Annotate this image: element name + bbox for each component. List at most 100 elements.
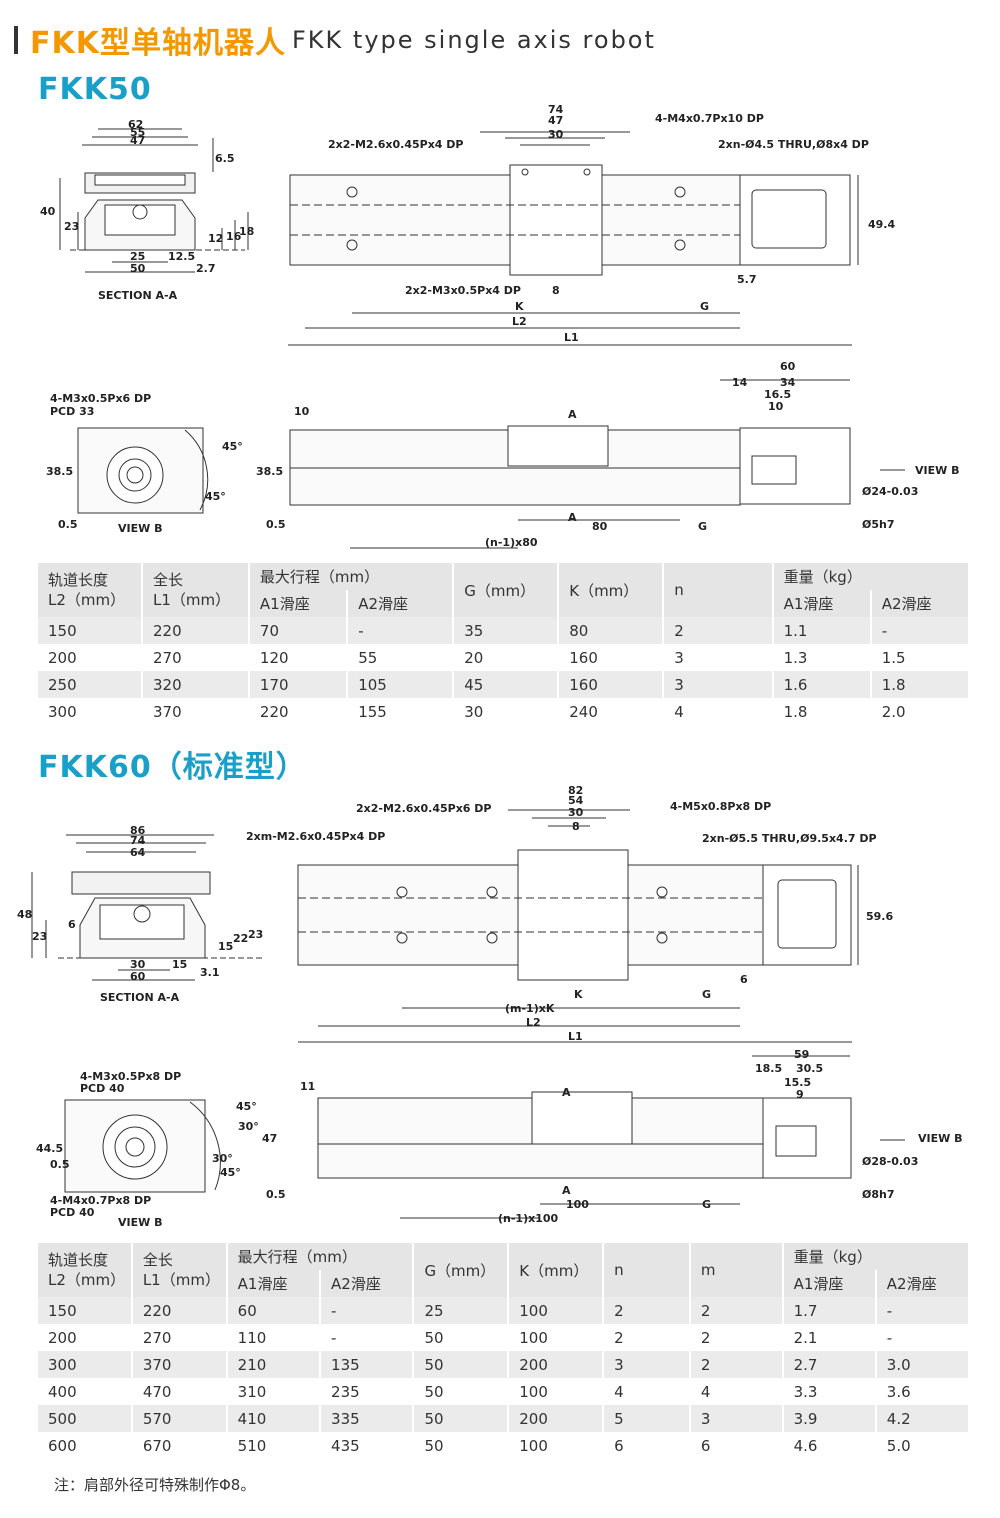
- svg-text:15: 15: [172, 958, 187, 971]
- svg-text:4-M3x0.5Px8 DP: 4-M3x0.5Px8 DP: [80, 1070, 181, 1083]
- table-cell: 155: [348, 698, 455, 725]
- fkk50-drawing: 62 55 47 6.5 40 23 12 16 18 25 12.5 50 2…: [0, 100, 1000, 560]
- svg-text:30°: 30°: [212, 1152, 233, 1165]
- table-cell: 1.3: [773, 644, 872, 671]
- svg-text:L2: L2: [512, 315, 527, 328]
- svg-text:86: 86: [130, 824, 146, 837]
- th-weight: 重量（kg）: [783, 1243, 970, 1270]
- svg-text:PCD 40: PCD 40: [80, 1082, 125, 1095]
- svg-text:45°: 45°: [222, 440, 243, 453]
- th-weight-a2: A2滑座: [871, 590, 970, 617]
- table-cell: 160: [559, 644, 665, 671]
- table-cell: 45: [454, 671, 560, 698]
- svg-text:80: 80: [592, 520, 608, 533]
- table-cell: 435: [321, 1432, 415, 1459]
- svg-text:45°: 45°: [205, 490, 226, 503]
- svg-text:16: 16: [226, 230, 242, 243]
- table-cell: 50: [414, 1324, 510, 1351]
- table-cell: 370: [142, 698, 250, 725]
- table-cell: 2.7: [783, 1351, 877, 1378]
- svg-text:15.5: 15.5: [784, 1076, 811, 1089]
- svg-text:60: 60: [780, 360, 796, 373]
- table-cell: 235: [321, 1378, 415, 1405]
- svg-text:8: 8: [552, 284, 560, 297]
- svg-text:VIEW B: VIEW B: [915, 464, 959, 477]
- table-cell: 160: [559, 671, 665, 698]
- table-cell: 220: [132, 1297, 228, 1324]
- table-cell: 300: [38, 698, 143, 725]
- table-cell: 4.2: [876, 1405, 970, 1432]
- svg-text:Ø28-0.03: Ø28-0.03: [862, 1155, 918, 1168]
- table-cell: 335: [321, 1405, 415, 1432]
- svg-text:(m-1)xK: (m-1)xK: [505, 1002, 555, 1015]
- fkk60-section-text: 86 74 64 48 23 6 15 22 23 30 15 60 3.1 S…: [17, 824, 263, 1004]
- th-k: K（mm）: [509, 1243, 605, 1297]
- table-cell: 3.3: [783, 1378, 877, 1405]
- svg-text:82: 82: [568, 784, 583, 797]
- fkk60-title: FKK60（标准型）: [38, 750, 307, 785]
- th-stroke-a1: A1滑座: [227, 1270, 322, 1297]
- svg-text:15: 15: [218, 940, 233, 953]
- table-cell: 210: [227, 1351, 322, 1378]
- th-stroke: 最大行程（mm）: [249, 563, 455, 590]
- table-cell: 1.7: [783, 1297, 877, 1324]
- footnote: 注：肩部外径可特殊制作Φ8。: [54, 1476, 256, 1494]
- svg-text:PCD 40: PCD 40: [50, 1206, 95, 1219]
- svg-text:G: G: [700, 300, 709, 313]
- svg-text:G: G: [702, 988, 711, 1001]
- svg-text:18: 18: [239, 225, 254, 238]
- table-cell: -: [876, 1324, 970, 1351]
- svg-text:6.5: 6.5: [215, 152, 235, 165]
- svg-text:A: A: [562, 1184, 571, 1197]
- svg-text:59.6: 59.6: [866, 910, 893, 923]
- fkk60-view-b: [64, 1099, 221, 1193]
- table-cell: 1.8: [871, 671, 970, 698]
- svg-text:(n-1)x100: (n-1)x100: [498, 1212, 559, 1225]
- svg-text:12: 12: [208, 232, 223, 245]
- svg-text:23: 23: [248, 928, 263, 941]
- svg-text:L1: L1: [564, 331, 579, 344]
- table-cell: 200: [509, 1405, 605, 1432]
- th-m: m: [690, 1243, 784, 1297]
- table-cell: 270: [142, 644, 250, 671]
- table-cell: 4: [664, 698, 774, 725]
- table-cell: 80: [559, 617, 665, 644]
- fkk50-title: FKK50: [38, 72, 152, 107]
- svg-text:0.5: 0.5: [266, 518, 286, 531]
- table-cell: 6: [604, 1432, 691, 1459]
- svg-text:2x2-M2.6x0.45Px4 DP: 2x2-M2.6x0.45Px4 DP: [328, 138, 463, 151]
- table-cell: 3: [690, 1405, 784, 1432]
- table-cell: 50: [414, 1432, 510, 1459]
- table-cell: 100: [509, 1378, 605, 1405]
- svg-text:54: 54: [568, 794, 584, 807]
- table-cell: 1.1: [773, 617, 872, 644]
- svg-text:A: A: [568, 408, 577, 421]
- svg-text:Ø5h7: Ø5h7: [862, 518, 895, 531]
- svg-text:49.4: 49.4: [868, 218, 895, 231]
- table-cell: 470: [132, 1378, 228, 1405]
- table-cell: 3: [664, 644, 774, 671]
- svg-text:16.5: 16.5: [764, 388, 791, 401]
- table-cell: 600: [38, 1432, 133, 1459]
- th-stroke-a2: A2滑座: [348, 590, 455, 617]
- svg-text:4-M5x0.8Px8 DP: 4-M5x0.8Px8 DP: [670, 800, 771, 813]
- svg-text:8: 8: [572, 820, 580, 833]
- svg-text:64: 64: [130, 846, 146, 859]
- svg-text:25: 25: [130, 250, 145, 263]
- table-cell: 2.1: [783, 1324, 877, 1351]
- table-cell: 3: [604, 1351, 691, 1378]
- table-cell: 150: [38, 617, 143, 644]
- table-cell: 3: [664, 671, 774, 698]
- svg-text:G: G: [698, 520, 707, 533]
- table-cell: 35: [454, 617, 560, 644]
- table-cell: 2: [664, 617, 774, 644]
- table-cell: 50: [414, 1405, 510, 1432]
- table-cell: 55: [348, 644, 455, 671]
- table-cell: 3.0: [876, 1351, 970, 1378]
